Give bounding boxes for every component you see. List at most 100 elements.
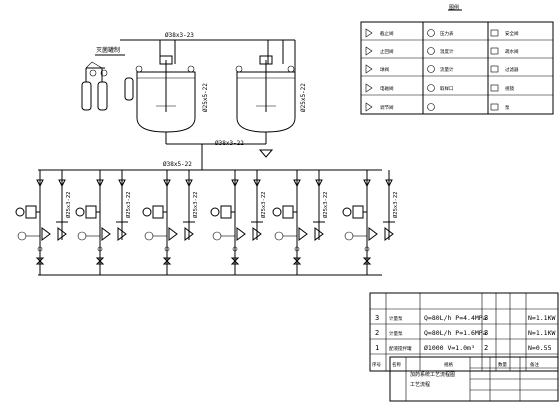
legend-title: 图例 bbox=[449, 4, 459, 11]
legend-symbol-icon bbox=[427, 29, 435, 37]
branch-pipe-label: Ø25x3-22 bbox=[65, 192, 72, 219]
pump-branch-5: Ø25x3-22 bbox=[272, 170, 329, 275]
pump-motor-icon bbox=[342, 207, 352, 217]
parts-table-header: 规格 bbox=[444, 361, 453, 368]
legend-label: 调节阀 bbox=[380, 104, 394, 111]
legend-label: 安全阀 bbox=[505, 30, 519, 37]
gate-valve-icon bbox=[292, 257, 302, 265]
pump-motor-icon bbox=[142, 207, 152, 217]
check-valve-icon bbox=[163, 179, 171, 188]
legend-symbol-icon bbox=[490, 103, 499, 111]
mixing-tank-2 bbox=[235, 55, 296, 158]
check-valve-icon bbox=[231, 179, 239, 188]
pressure-gauge-icon bbox=[17, 231, 27, 241]
pressure-gauge-icon bbox=[344, 231, 354, 241]
pump-branches: Ø25x3-22 Ø25x3-22 Ø25x3-22 Ø25x3-22 Ø25x3-22… bbox=[15, 170, 399, 275]
legend-label: 过滤器 bbox=[505, 66, 519, 73]
control-valve-icon bbox=[117, 227, 127, 241]
pump-icon bbox=[282, 205, 294, 219]
control-valve-icon bbox=[168, 227, 178, 241]
branch-pipe-label: Ø25x3-22 bbox=[260, 192, 267, 219]
control-valve-icon bbox=[101, 227, 111, 241]
pump-icon bbox=[25, 205, 37, 219]
legend-label: 截止阀 bbox=[380, 30, 394, 37]
parts-table-cell: 3 bbox=[375, 314, 379, 322]
legend-table: 图例 bbox=[360, 4, 554, 115]
parts-table-header: 序号 bbox=[372, 361, 381, 368]
parts-table bbox=[369, 292, 559, 372]
distribution-header: Ø38x5-22 bbox=[38, 144, 382, 171]
check-valve-icon bbox=[385, 179, 393, 188]
legend-symbol-icon bbox=[365, 83, 373, 93]
legend-symbol-icon bbox=[365, 28, 373, 38]
parts-table-cell: N=0.55 bbox=[528, 344, 552, 352]
check-valve-icon bbox=[315, 179, 323, 188]
branch-pipe-label: Ø25x3-22 bbox=[392, 192, 399, 219]
check-valve-icon bbox=[363, 179, 371, 188]
pump-icon bbox=[352, 205, 364, 219]
parts-table-cell: 计量泵 bbox=[389, 330, 403, 337]
parts-table-cell: 配液搅拌罐 bbox=[389, 345, 412, 352]
pump-branch-3: Ø25x3-22 bbox=[142, 170, 199, 275]
control-valve-icon bbox=[184, 227, 194, 241]
legend-symbol-icon bbox=[427, 47, 435, 55]
pressure-gauge-icon bbox=[144, 231, 154, 241]
main-pipe-label: Ø38x3-23 bbox=[165, 32, 194, 39]
pump-icon bbox=[152, 205, 164, 219]
legend-label: 流量计 bbox=[440, 66, 454, 73]
pressure-gauge-icon bbox=[77, 231, 87, 241]
legend-label: 压力表 bbox=[440, 30, 454, 37]
title-block: 加药系统工艺流程图 工艺流程 bbox=[389, 356, 559, 402]
legend-label: 泵 bbox=[505, 105, 510, 111]
parts-table-cell: 2 bbox=[484, 344, 488, 352]
parts-table-cell: 2 bbox=[375, 329, 379, 337]
check-valve-icon bbox=[185, 179, 193, 188]
parts-table-header: 备注 bbox=[530, 361, 539, 368]
parts-table-cell: 3 bbox=[484, 314, 488, 322]
legend-symbol-icon bbox=[365, 46, 373, 56]
pressure-gauge-icon bbox=[274, 231, 284, 241]
legend-label: 温度计 bbox=[440, 48, 454, 55]
check-valve-icon bbox=[36, 179, 44, 188]
branch-pipe-label: Ø25x3-22 bbox=[125, 192, 132, 219]
branch-pipe-label: Ø25x3-22 bbox=[322, 192, 329, 219]
check-valve-icon bbox=[293, 179, 301, 188]
branch-pipe-label: Ø25x3-22 bbox=[192, 192, 199, 219]
pump-motor-icon bbox=[210, 207, 220, 217]
control-valve-icon bbox=[368, 227, 378, 241]
parts-table-cell: N=1.1KW bbox=[528, 314, 555, 322]
parts-table-cell: 1 bbox=[375, 344, 379, 352]
control-valve-icon bbox=[384, 227, 394, 241]
check-valve-icon bbox=[58, 179, 66, 188]
legend-symbol-icon bbox=[490, 84, 499, 92]
parts-table-cell: 3 bbox=[484, 329, 488, 337]
gate-valve-icon bbox=[230, 257, 240, 265]
pump-motor-icon bbox=[15, 207, 25, 217]
pump-motor-icon bbox=[75, 207, 85, 217]
legend-symbol-icon bbox=[490, 29, 499, 37]
pump-branch-2: Ø25x3-22 bbox=[75, 170, 132, 275]
legend-label: 视镜 bbox=[505, 85, 514, 92]
legend-symbol-icon bbox=[490, 47, 499, 55]
parts-table-cell: N=1.1KW bbox=[528, 329, 555, 337]
gate-valve-icon bbox=[95, 257, 105, 265]
control-valve-icon bbox=[252, 227, 262, 241]
left-pipe-label: 灭菌罐制 bbox=[96, 46, 120, 54]
gate-valve-icon bbox=[35, 257, 45, 265]
pipe-label-v2: Ø25x5-22 bbox=[300, 83, 307, 112]
gate-valve-icon bbox=[362, 257, 372, 265]
header-pipe-label: Ø38x5-22 bbox=[163, 161, 192, 168]
pump-branch-4: Ø25x3-22 bbox=[210, 170, 267, 275]
legend-symbol-icon bbox=[427, 84, 435, 92]
legend-label: 止回阀 bbox=[380, 48, 394, 55]
pump-icon bbox=[85, 205, 97, 219]
title-block-subtitle: 工艺流程 bbox=[410, 381, 430, 388]
pressure-gauge-icon bbox=[212, 231, 222, 241]
parts-table-header: 数量 bbox=[498, 361, 507, 368]
parts-table-cell: Ø1000 V=1.0m³ bbox=[424, 344, 475, 352]
control-valve-icon bbox=[57, 227, 67, 241]
legend-label: 疏水阀 bbox=[505, 48, 519, 55]
control-valve-icon bbox=[298, 227, 308, 241]
gas-cylinders bbox=[81, 61, 134, 111]
